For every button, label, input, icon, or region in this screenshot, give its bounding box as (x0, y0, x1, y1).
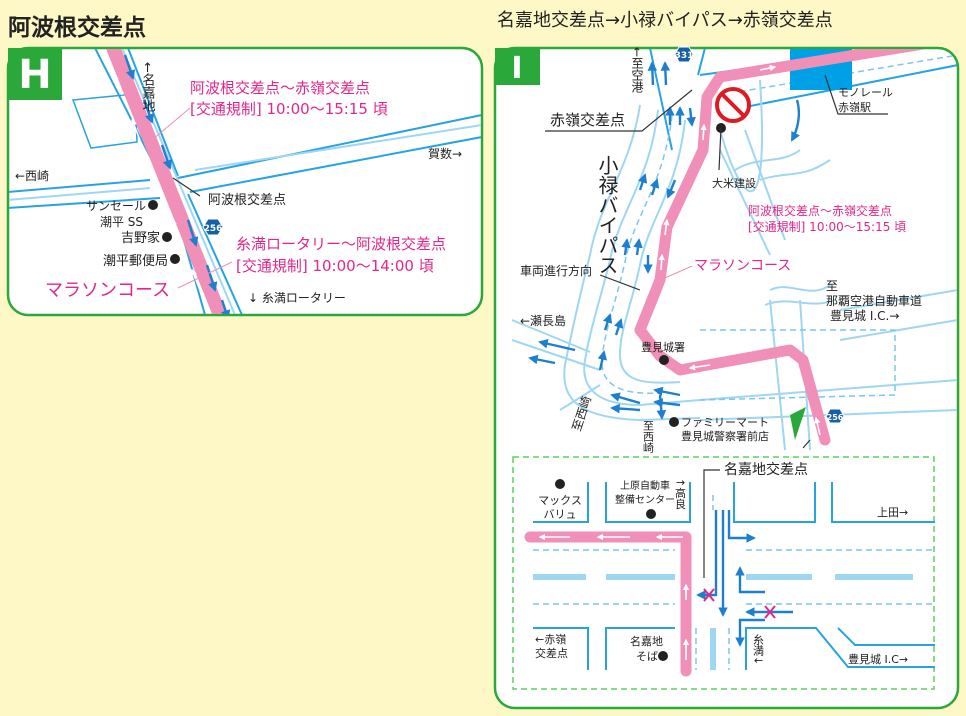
familymart-dot (669, 417, 679, 427)
north-label: ←名嘉地 (140, 62, 156, 112)
inset-marathon-course (524, 531, 692, 677)
tomigusuku-label: 豊見城 I.C→ (848, 653, 908, 666)
uehara-label-2: 整備センター (615, 493, 675, 506)
familymart-label-2: 豊見城警察署前店 (681, 429, 769, 443)
course-label: マラソンコース (694, 258, 791, 274)
landmark-sunsale: サンセール (86, 199, 146, 213)
uehara-dot (646, 509, 656, 519)
left-title: 阿波根交差点 (8, 14, 146, 41)
west-label: ←西崎 (15, 169, 49, 183)
course-label: マラソンコース (45, 280, 170, 301)
akamine-intersection-label: 赤嶺交差点 (550, 111, 625, 129)
daibei-label: 大米建設 (712, 176, 756, 190)
nakachi-soba-label-1: 名嘉地 (630, 634, 663, 648)
maxvalu-label-2: バリュ (544, 508, 577, 521)
nakachi-intersection-label: 名嘉地交差点 (724, 461, 808, 478)
no-entry-icon (715, 87, 751, 123)
expressway-label-3: 豊見城 I.C.→ (830, 309, 899, 323)
route-331-number: 331 (675, 51, 694, 61)
nakachi-soba-dot (658, 651, 668, 661)
akamine-label-1: ←赤嶺 (535, 633, 566, 646)
reg1-time: [交通規制] 10:00～15:15 頃 (190, 100, 388, 118)
south-label: ↓ 糸満ロータリー (248, 291, 346, 305)
reg2-title: 糸満ロータリー～阿波根交差点 (236, 235, 446, 253)
takara-label: ↑高良 (674, 478, 687, 510)
intersection-label: 阿波根交差点 (208, 192, 286, 208)
panel-i-badge-bg (495, 48, 540, 85)
bypass-label: 小禄バイパス (595, 155, 619, 275)
marathon-course (634, 49, 957, 446)
nishizaki-label-2: 至西崎 (642, 420, 655, 453)
monorail-label-1: モノレール (838, 86, 893, 99)
marathon-course (103, 49, 229, 314)
route-256-badge (825, 408, 845, 424)
nakachi-soba-label-2: そば (636, 650, 658, 663)
monorail-label-2: 赤嶺駅 (838, 101, 871, 114)
building-outline (71, 93, 138, 149)
landmark-post-office: 潮平郵便局 (103, 254, 168, 269)
to-airport-label: ←至空港 (630, 47, 644, 93)
landmark-yoshinoya: 吉野家 (121, 230, 160, 246)
police-dot (659, 355, 669, 365)
reg-time: [交通規制] 10:00～15:15 頃 (748, 219, 906, 234)
landmark-dot (170, 254, 180, 264)
route-256-number: 256 (827, 413, 844, 422)
nakachi-inset: 名嘉地交差点 マックス バリュ 上原自動車 整備センター ↑高良 上田→ ←赤嶺… (512, 439, 935, 690)
right-title: 名嘉地交差点→小禄バイパス→赤嶺交差点 (497, 10, 833, 31)
inset-pointer (790, 407, 806, 440)
familymart-label-1: ファミリーマート (681, 416, 769, 429)
landmark-ss: 潮平 SS (100, 214, 143, 229)
senaga-label: ←瀬長島 (520, 313, 566, 328)
reg2-time: [交通規制] 10:00～14:00 頃 (236, 257, 434, 275)
direction-label: 車両進行方向 (520, 263, 592, 278)
route-331-badge (674, 46, 694, 63)
route-256-badge (202, 218, 224, 236)
panel-h: H ←名嘉地 阿波根交差点～赤嶺交差点 [交通規制] 10:00～15:15 頃… (6, 46, 484, 317)
ueta-label: 上田→ (877, 506, 908, 519)
akamine-label-2: 交差点 (535, 646, 568, 660)
maxvalu-label-1: マックス (538, 494, 582, 507)
reg1-title: 阿波根交差点～赤嶺交差点 (190, 79, 370, 97)
panel-i: I 331 ←至空港 赤嶺交差点 モノレール 赤嶺駅 大米建設 小禄バイパス 阿… (493, 46, 960, 710)
landmark-dot (162, 232, 172, 242)
panel-h-badge: H (18, 52, 51, 98)
expressway-label-2: 那覇空港自動車道 (826, 294, 922, 308)
maxvalu-dot (555, 479, 565, 489)
police-label: 豊見城署 (641, 341, 685, 354)
itoman-label: 糸満↓ (752, 634, 765, 666)
panel-i-badge: I (511, 51, 522, 86)
landmark-dot (148, 200, 158, 210)
route-256-number: 256 (204, 224, 223, 234)
expressway-label-1: 至 (826, 279, 838, 293)
panel-h-badge-bg (8, 48, 62, 100)
east-label: 賀数→ (428, 146, 462, 161)
reg-title: 阿波根交差点～赤嶺交差点 (748, 203, 892, 218)
uehara-label-1: 上原自動車 (620, 479, 670, 492)
no-turn-x-icon (703, 588, 776, 619)
